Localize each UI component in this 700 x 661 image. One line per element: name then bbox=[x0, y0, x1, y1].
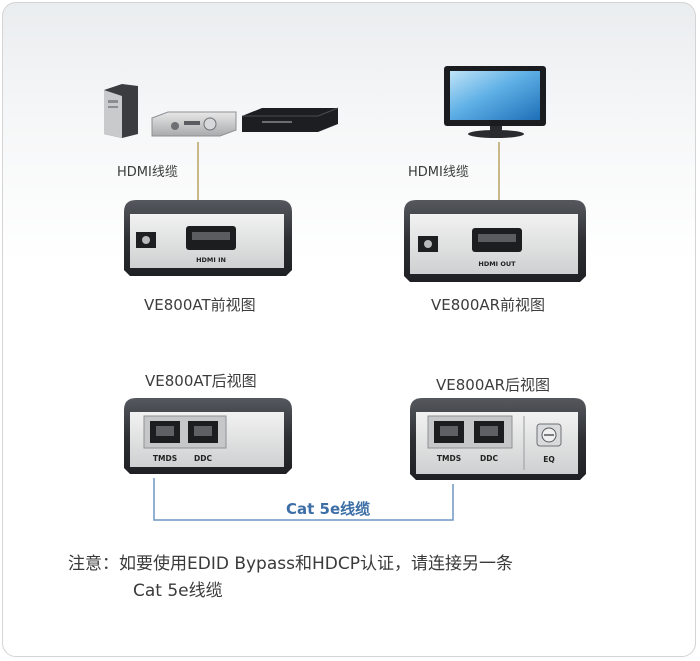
ve800ar-rear-label: VE800AR后视图 bbox=[436, 376, 551, 394]
eq-label: EQ bbox=[543, 455, 555, 464]
cat5e-cable-label: Cat 5e线缆 bbox=[286, 500, 371, 518]
ve800at-front-unit: HDMI IN bbox=[124, 200, 292, 276]
pc-tower-icon bbox=[104, 84, 138, 138]
ve800at-rear-unit: TMDS DDC bbox=[124, 398, 292, 474]
hdmi-cable-label-right: HDMI线缆 bbox=[408, 165, 469, 180]
tv-monitor-icon bbox=[444, 66, 546, 138]
ve800at-front-label: VE800AT前视图 bbox=[144, 296, 256, 314]
ddc-port-label: DDC bbox=[480, 454, 498, 463]
tmds-port-label: TMDS bbox=[153, 454, 177, 463]
cat5e-cable bbox=[153, 478, 454, 521]
audio-receiver-icon bbox=[151, 111, 237, 137]
ve800at-rear-label: VE800AT后视图 bbox=[145, 372, 257, 390]
tmds-port-label: TMDS bbox=[437, 454, 461, 463]
ve800ar-rear-unit: TMDS DDC EQ bbox=[410, 398, 586, 480]
ve800ar-front-unit: HDMI OUT bbox=[404, 200, 586, 282]
note-line-1: 注意：如要使用EDID Bypass和HDCP认证，请连接另一条 bbox=[68, 554, 513, 574]
hdmi-out-port-label: HDMI OUT bbox=[478, 260, 516, 268]
hdmi-cable-label-left: HDMI线缆 bbox=[117, 165, 178, 180]
dvd-player-icon bbox=[242, 107, 339, 132]
ddc-port-label: DDC bbox=[194, 454, 212, 463]
note-line-2: Cat 5e线缆 bbox=[133, 581, 223, 601]
ve800ar-front-label: VE800AR前视图 bbox=[431, 296, 546, 314]
hdmi-in-port-label: HDMI IN bbox=[196, 256, 226, 264]
